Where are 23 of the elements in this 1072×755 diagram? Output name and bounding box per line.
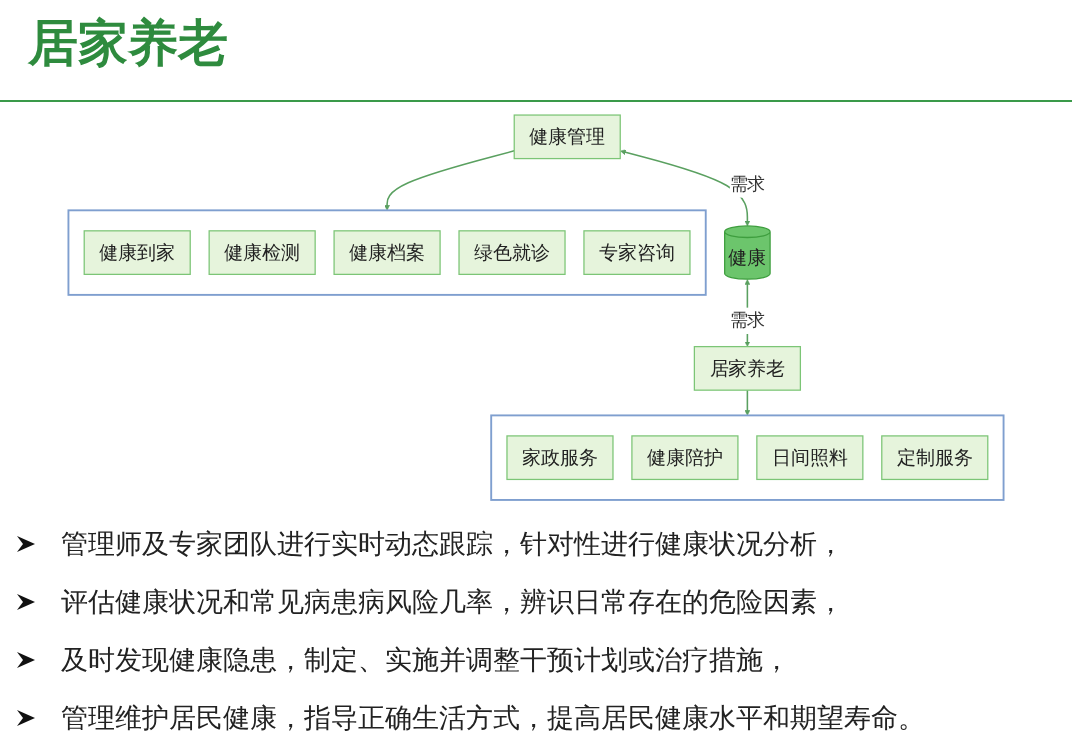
node-box: 定制服务 (881, 435, 989, 481)
node-box: 健康陪护 (631, 435, 739, 481)
node-box: 日间照料 (756, 435, 864, 481)
edge-label: 需求 (729, 310, 766, 331)
cluster (67, 209, 707, 296)
bullet-text: 及时发现健康隐患，制定、实施并调整干预计划或治疗措施， (61, 643, 790, 677)
node-box: 健康检测 (208, 230, 316, 275)
node-box: 健康档案 (333, 230, 441, 275)
node-box: 居家养老 (693, 346, 801, 391)
bullet-text: 评估健康状况和常见病患病风险几率，辨识日常存在的危险因素， (61, 585, 844, 619)
bullet-text: 管理师及专家团队进行实时动态跟踪，针对性进行健康状况分析， (61, 527, 844, 561)
node-box: 健康管理 (513, 114, 621, 160)
bullet-text: 管理维护居民健康，指导正确生活方式，提高居民健康水平和期望寿命。 (61, 701, 925, 735)
node-box: 绿色就诊 (458, 230, 566, 275)
title: 居家养老 (28, 13, 228, 74)
arrow (384, 150, 515, 211)
node-box: 家政服务 (506, 435, 614, 481)
arrow (744, 389, 751, 416)
node-box: 健康到家 (83, 230, 191, 275)
node-box: 专家咨询 (583, 230, 691, 275)
edge-label: 需求 (729, 173, 766, 195)
cluster (490, 414, 1005, 501)
arrow (620, 149, 751, 227)
